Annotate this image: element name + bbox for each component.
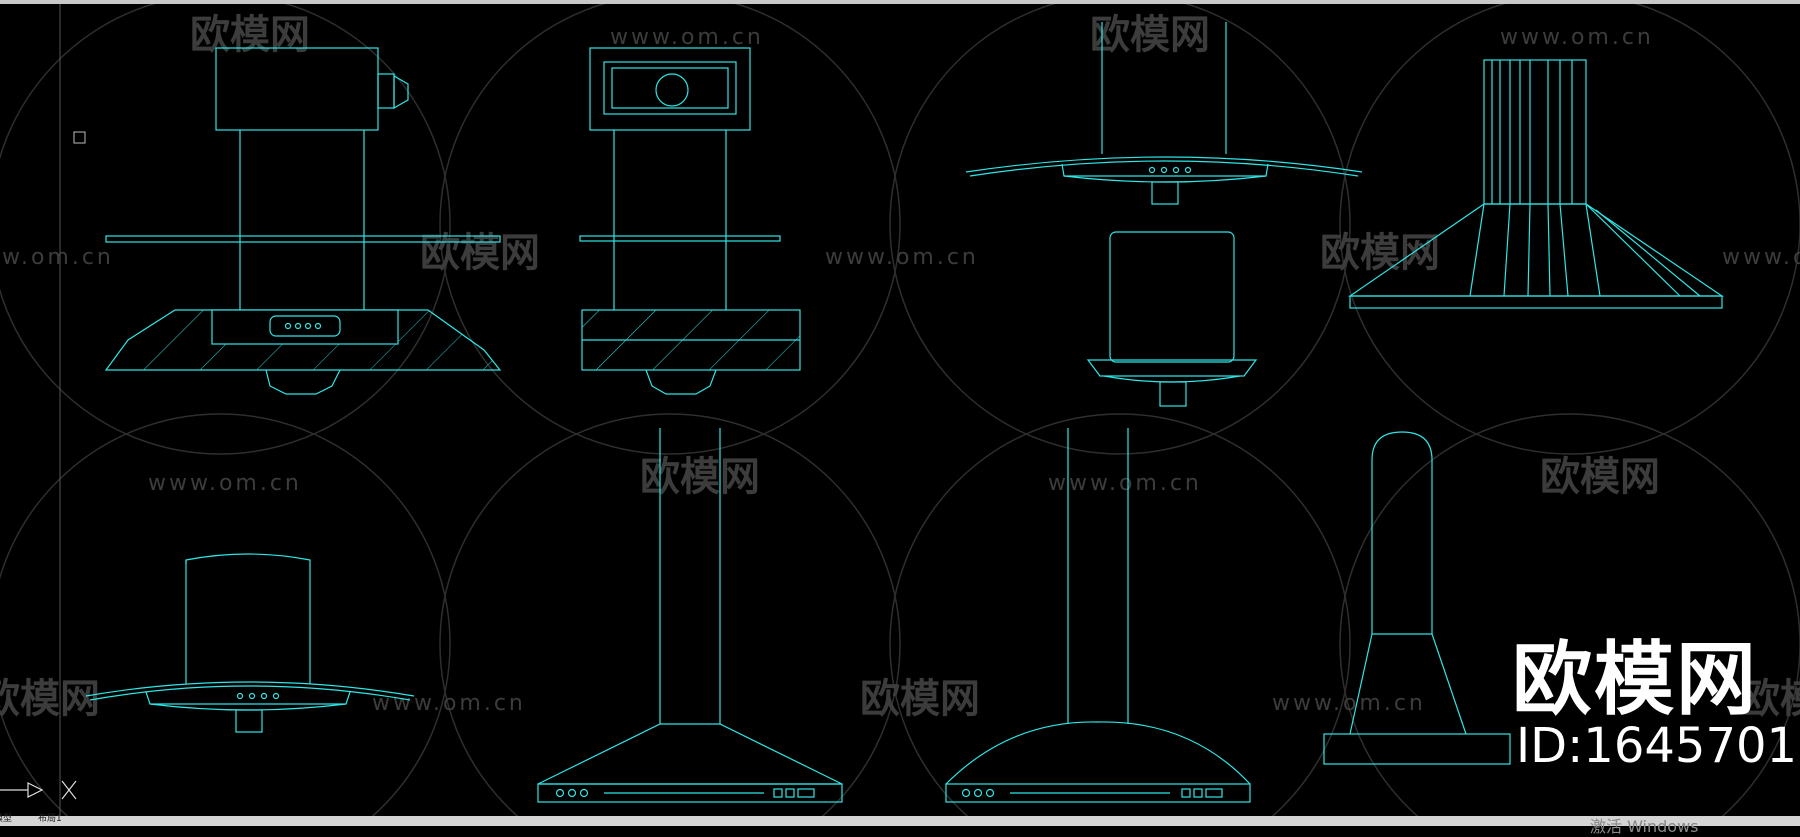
wm-brand: 欧模网 [420,230,540,276]
cad-drawing-canvas[interactable]: 欧模网 欧模网 欧模网 欧模网 欧模网 欧模网 欧模网 欧模网 欧模网 www.… [0,4,1800,816]
watermark-brand-large: 欧模网 [1512,633,1758,726]
wm-url: www.om.cn [1500,25,1654,50]
wm-brand: 欧模网 [190,12,310,58]
wm-url: www.om.cn [1272,691,1426,716]
wm-url: www.om.cn [148,471,302,496]
tab-model[interactable]: 模型 [0,814,13,824]
wm-brand: 欧模网 [0,676,100,722]
title-bar-edge [0,0,1800,4]
watermark-id: ID:1645701 [1516,718,1798,774]
wm-url: www.om.cn [610,25,764,50]
range-hood-european-side-view[interactable] [104,47,502,395]
wm-url: www.om.cn [1722,245,1800,270]
wm-url: www.om.cn [825,245,979,270]
wm-brand: 欧模网 [640,454,760,500]
range-hood-curved-glass-top[interactable] [965,22,1363,205]
wm-brand: 欧模网 [860,676,980,722]
wm-url: www.om.cn [1048,471,1202,496]
tab-layout1[interactable]: 布局1 [38,814,62,824]
range-hood-pyramid-chimney[interactable] [1348,59,1724,309]
range-hood-curved-glass-small[interactable] [85,553,415,733]
wm-brand: 欧模网 [1740,676,1800,722]
range-hood-european-front-view[interactable] [579,47,801,395]
wm-url: www.om.cn [372,691,526,716]
wm-brand: 欧模网 [1320,230,1440,276]
watermark-text: 欧模网 欧模网 欧模网 欧模网 欧模网 欧模网 欧模网 欧模网 欧模网 www.… [0,12,1800,722]
wm-brand: 欧模网 [1540,454,1660,500]
wm-brand: 欧模网 [1090,12,1210,58]
ucs-icon [0,780,77,800]
range-hood-box-with-glass[interactable] [1086,231,1258,407]
range-hood-arch-pole[interactable] [945,428,1251,803]
range-hood-arch-tower-side[interactable] [1323,431,1511,765]
windows-activation-notice: 激活 Windows [1590,817,1699,836]
ucs-small-square [73,131,86,144]
watermark-circles [0,4,1800,816]
wm-url: www.om.cn [0,245,114,270]
range-hood-trapezoid-pole[interactable] [537,428,843,803]
layout-tab-bar: 模型 布局1 [0,814,1800,826]
